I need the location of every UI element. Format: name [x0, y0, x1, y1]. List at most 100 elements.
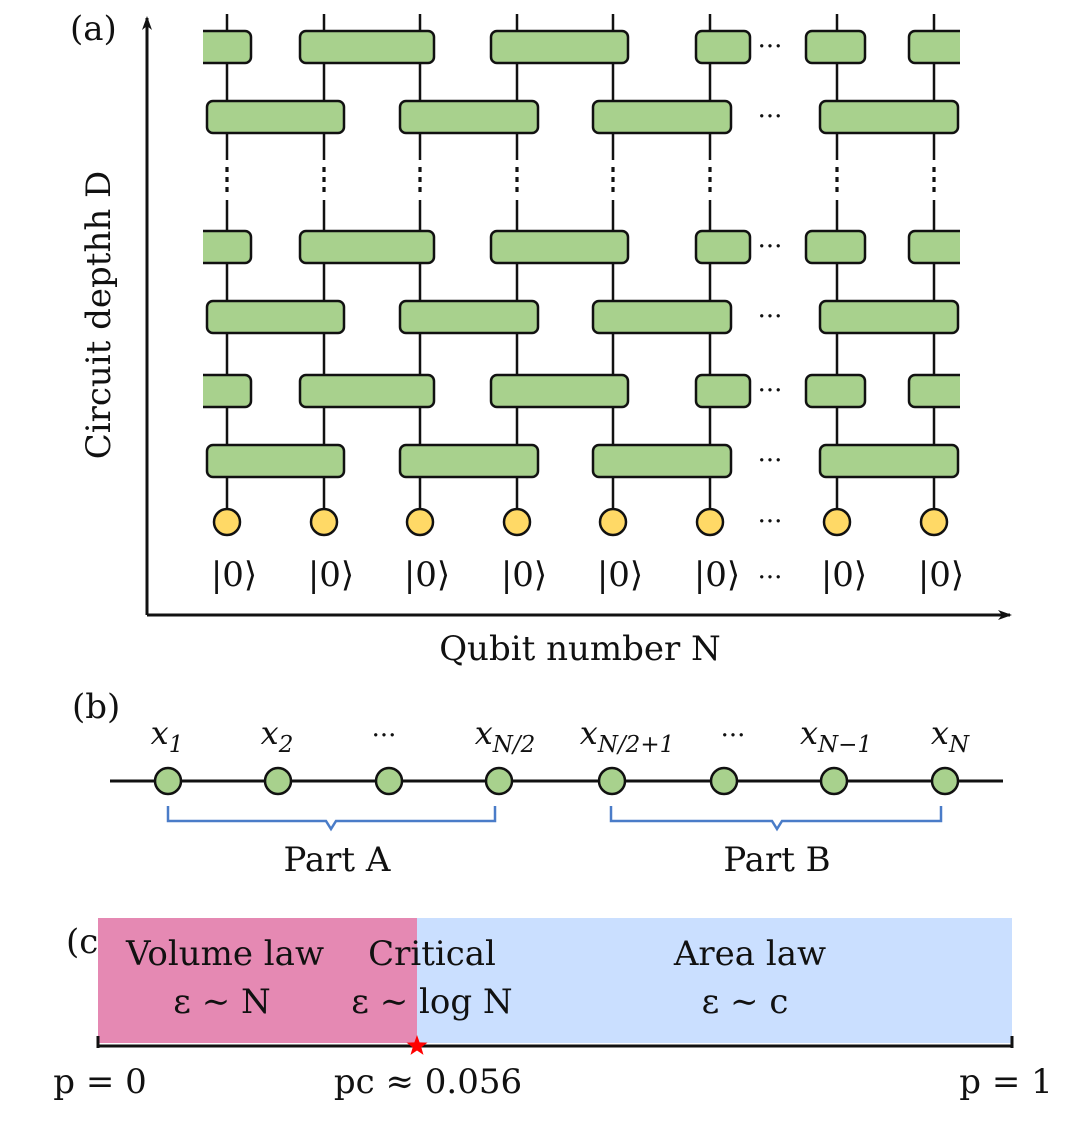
vertical-ellipsis-dot — [225, 187, 229, 192]
qubit-layer — [212, 507, 949, 537]
vertical-ellipsis-dot — [515, 167, 519, 172]
vertical-ellipsis-dot — [611, 187, 615, 192]
gate-block — [205, 443, 346, 479]
gate-block — [694, 29, 752, 65]
gate-block — [818, 99, 960, 135]
part-a-label: Part A — [284, 840, 391, 880]
gate-block — [694, 229, 752, 265]
vertical-ellipsis-dot — [418, 187, 422, 192]
ket-zero-label: |0⟩ — [501, 555, 547, 595]
chain-site-label: xN/2 — [475, 714, 536, 758]
gate-block — [298, 373, 436, 409]
chain-site-label: ··· — [721, 721, 746, 751]
gate-block — [907, 373, 960, 409]
qubit-circle — [919, 507, 949, 537]
gate-layer — [203, 29, 960, 479]
gate-block — [907, 229, 960, 265]
qubit-circle — [405, 507, 435, 537]
panel-a: (a) Circuit depthh D Qubit number N |0⟩ |… — [70, 9, 1012, 669]
chain-site-label: xN−1 — [800, 714, 872, 758]
p-critical-label: pc ≈ 0.056 — [334, 1062, 522, 1102]
horizontal-ellipsis: ··· — [758, 302, 783, 332]
ket-zero-label: |0⟩ — [597, 555, 643, 595]
horizontal-ellipsis: ··· — [758, 32, 783, 62]
ket-zero-label: |0⟩ — [694, 555, 740, 595]
vertical-ellipsis-dot — [515, 187, 519, 192]
part-a-brace — [166, 806, 497, 832]
part-b-brace — [609, 806, 943, 832]
vertical-ellipsis-dot — [322, 167, 326, 172]
area-law-name: Area law — [673, 934, 826, 974]
chain-site-label: xN/2+1 — [580, 714, 674, 758]
vertical-ellipsis-dot — [225, 167, 229, 172]
gate-block — [298, 29, 436, 65]
chain-site-label: ··· — [372, 721, 397, 751]
gate-block — [489, 29, 630, 65]
vertical-ellipsis-dot — [322, 187, 326, 192]
ket-labels: |0⟩|0⟩|0⟩|0⟩|0⟩|0⟩|0⟩|0⟩ — [211, 555, 964, 595]
y-axis-label: Circuit depthh D — [79, 171, 119, 460]
vertical-ellipsis-dot — [322, 177, 326, 182]
gate-block — [591, 299, 733, 335]
gate-block — [591, 443, 733, 479]
vertical-ellipsis-dot — [708, 177, 712, 182]
vertical-ellipsis-dot — [835, 187, 839, 192]
ket-zero-label: |0⟩ — [404, 555, 450, 595]
vertical-ellipsis-dot — [515, 177, 519, 182]
chain-site — [597, 766, 627, 796]
ket-zero-label: |0⟩ — [308, 555, 354, 595]
volume-law-formula: ε ∼ N — [173, 982, 270, 1022]
volume-law-name: Volume law — [125, 934, 324, 974]
critical-name: Critical — [368, 934, 496, 974]
gate-block — [398, 99, 540, 135]
horizontal-ellipsis: ··· — [758, 507, 783, 537]
qubit-circle — [695, 507, 725, 537]
ket-zero-label: |0⟩ — [211, 555, 257, 595]
gate-block — [818, 299, 960, 335]
horizontal-ellipsis: ··· — [758, 446, 783, 476]
volume-law-region — [98, 918, 417, 1043]
gate-block — [804, 229, 867, 265]
gate-block — [203, 373, 253, 409]
gate-block — [804, 373, 867, 409]
vertical-ellipsis-dot — [225, 177, 229, 182]
chain-site-labels: x1 x2 ··· xN/2 xN/2+1 ··· xN−1 xN — [151, 714, 970, 758]
qubit-circle — [502, 507, 532, 537]
vertical-ellipsis-dot — [835, 167, 839, 172]
chain-site — [374, 766, 404, 796]
part-b-label: Part B — [723, 840, 830, 880]
qubit-circle — [309, 507, 339, 537]
horizontal-ellipsis: ··· — [758, 232, 783, 262]
vertical-ellipsis-dot — [418, 177, 422, 182]
gate-block — [591, 99, 733, 135]
panel-c: (c) Volume law ε ∼ N Critical ε ∼ log N … — [53, 918, 1053, 1102]
p-zero-label: p = 0 — [53, 1062, 147, 1102]
critical-formula: ε ∼ log N — [351, 982, 512, 1022]
vertical-ellipsis-dot — [708, 167, 712, 172]
horizontal-ellipsis: ··· — [758, 102, 783, 132]
qubit-circle — [212, 507, 242, 537]
gate-block — [398, 443, 540, 479]
gate-block — [907, 29, 960, 65]
gate-block — [205, 299, 346, 335]
vertical-ellipsis-dot — [611, 177, 615, 182]
horizontal-ellipsis: ··· — [758, 563, 783, 593]
panel-a-label: (a) — [70, 9, 117, 49]
x-axis-label: Qubit number N — [439, 629, 721, 669]
area-law-formula: ε ∼ c — [702, 982, 789, 1022]
chain-site-label: x2 — [261, 714, 294, 758]
gate-block — [298, 229, 436, 265]
qubit-circle — [822, 507, 852, 537]
p-one-label: p = 1 — [959, 1062, 1053, 1102]
chain-site-label: x1 — [151, 714, 184, 758]
gate-block — [804, 29, 867, 65]
chain-site-label: xN — [931, 714, 970, 758]
horizontal-ellipsis: ··· — [758, 376, 783, 406]
ellipsis-marks: ··· ··· ··· ··· ··· ··· ··· ··· — [758, 32, 783, 593]
chain-site — [484, 766, 514, 796]
vertical-ellipsis-dot — [932, 167, 936, 172]
chain-site — [930, 766, 960, 796]
chain-site — [263, 766, 293, 796]
vertical-ellipsis-dot — [708, 187, 712, 192]
